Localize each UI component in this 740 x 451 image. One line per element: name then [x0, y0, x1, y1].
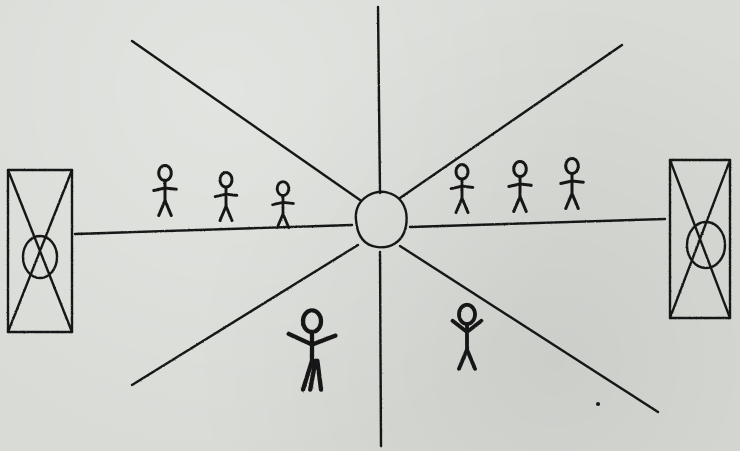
left-panel — [8, 170, 72, 332]
radial-line-up — [378, 7, 380, 193]
figure-bottom-right-stroke — [459, 350, 467, 369]
figure-left-1 — [154, 166, 177, 216]
radial-line-up-left — [132, 41, 360, 200]
figures — [154, 159, 584, 390]
figure-right-1-stroke — [462, 186, 473, 187]
figure-right-3-stroke — [561, 181, 572, 184]
figure-left-2 — [215, 173, 237, 221]
center-circle — [356, 192, 407, 248]
figure-right-3-stroke — [572, 194, 578, 209]
figure-left-1-stroke — [159, 201, 165, 216]
figure-right-2-stroke — [514, 162, 527, 177]
radial-line-down-left — [132, 245, 358, 385]
radial-line-left — [75, 225, 352, 234]
figure-left-1-stroke — [159, 166, 172, 181]
figure-left-3-stroke — [283, 202, 293, 203]
radial-line-down-right — [400, 246, 658, 412]
figure-right-1 — [451, 165, 473, 213]
figure-right-1-stroke — [451, 186, 462, 188]
figure-bottom-right — [453, 305, 482, 369]
figure-left-2-stroke — [215, 194, 226, 196]
figure-right-2-stroke — [520, 197, 526, 212]
figure-left-2-stroke — [220, 206, 226, 220]
figure-left-2-stroke — [220, 173, 232, 187]
figure-right-3-stroke — [566, 159, 579, 174]
figure-bottom-left-stroke — [289, 334, 312, 345]
radial-lines — [75, 7, 665, 446]
figure-right-2 — [509, 162, 532, 212]
figure-right-3 — [561, 159, 584, 209]
right-panel — [670, 160, 730, 318]
right-panel-circle — [687, 222, 725, 268]
figure-right-2-stroke — [509, 184, 520, 187]
figure-right-3-stroke — [572, 181, 583, 182]
left-panel-circle — [23, 236, 57, 278]
figure-right-1-stroke — [456, 165, 468, 179]
radial-line-right — [410, 219, 665, 227]
figure-left-3 — [273, 182, 294, 228]
figure-bottom-left-stroke — [312, 336, 335, 345]
stray-mark — [597, 403, 599, 405]
figure-left-3-stroke — [277, 182, 289, 196]
figure-bottom-right-stroke — [467, 350, 475, 369]
figure-bottom-right-stroke — [459, 305, 475, 324]
figure-right-1-stroke — [462, 198, 468, 212]
figure-right-3-stroke — [566, 194, 572, 209]
figure-left-1-stroke — [165, 188, 176, 189]
figure-bottom-left — [289, 310, 336, 389]
figure-right-2-stroke — [520, 184, 531, 185]
figure-left-3-stroke — [277, 214, 283, 228]
figure-left-3-stroke — [273, 202, 283, 204]
radial-line-up-right — [400, 45, 622, 198]
figure-left-2-stroke — [226, 194, 237, 195]
figure-right-2-stroke — [514, 197, 520, 212]
figure-bottom-left-stroke — [303, 361, 321, 390]
radial-line-down — [380, 252, 381, 446]
figure-right-1-stroke — [456, 198, 462, 212]
figure-left-2-stroke — [226, 206, 232, 220]
figure-left-1-stroke — [165, 201, 171, 216]
figure-bottom-left-stroke — [303, 310, 321, 332]
figure-left-1-stroke — [154, 188, 165, 191]
figure-left-3-stroke — [283, 214, 289, 228]
